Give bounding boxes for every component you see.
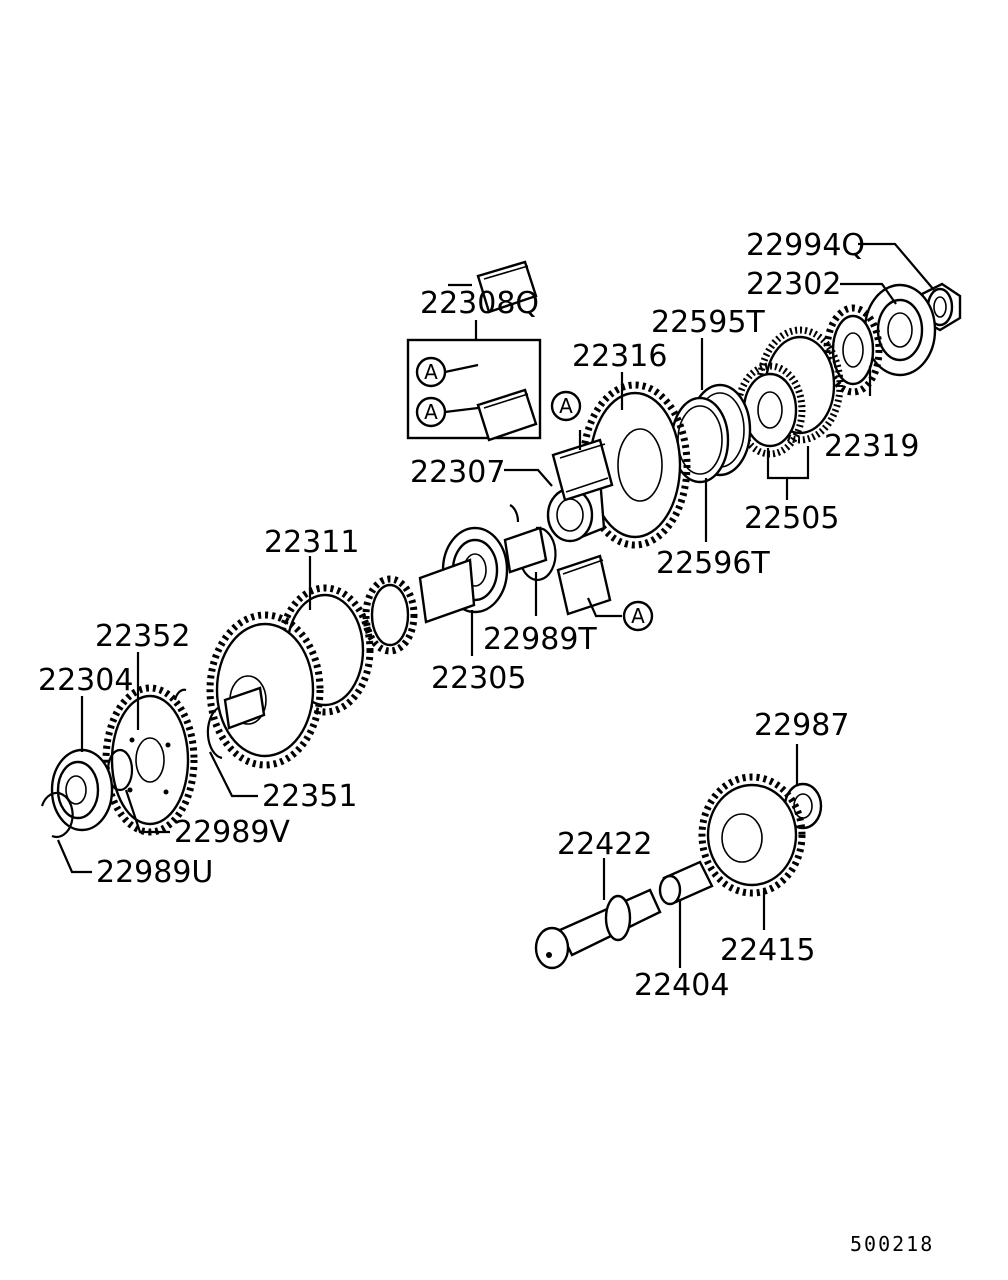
- synchronizer-22505: [734, 326, 844, 458]
- inset-box-22308Q: A A: [406, 260, 542, 442]
- part-label-22352: 22352: [95, 619, 190, 654]
- gear-plate-22352: [102, 684, 198, 836]
- part-label-22302: 22302: [746, 267, 841, 302]
- part-label-22316: 22316: [572, 339, 667, 374]
- callout-letter: A: [559, 394, 573, 418]
- callout-letter: A: [424, 400, 438, 424]
- callout-letter: A: [424, 360, 438, 384]
- part-label-22994Q: 22994Q: [746, 228, 865, 263]
- part-label-22404: 22404: [634, 968, 729, 1003]
- snap-ring-22351: [173, 688, 223, 760]
- needle-bearing-22404: [658, 860, 714, 906]
- leader-lines: [56, 242, 935, 968]
- part-label-22319: 22319: [824, 429, 919, 464]
- callout-a-lower: A: [622, 600, 654, 632]
- part-label-22989V: 22989V: [174, 815, 290, 850]
- part-label-22351: 22351: [262, 779, 357, 814]
- part-label-22307: 22307: [410, 455, 505, 490]
- needle-bearing-lower: [556, 554, 612, 616]
- bearing-22305: [441, 526, 548, 614]
- part-label-22415: 22415: [720, 933, 815, 968]
- needle-bearing-upper: [551, 438, 614, 502]
- part-label-22595T: 22595T: [651, 305, 765, 340]
- part-label-22305: 22305: [431, 661, 526, 696]
- part-label-22422: 22422: [557, 827, 652, 862]
- part-label-22987: 22987: [754, 708, 849, 743]
- gear-22415: [698, 773, 806, 897]
- snap-ring-22989T: [509, 504, 557, 581]
- part-label-22304: 22304: [38, 663, 133, 698]
- part-label-22989U: 22989U: [96, 855, 213, 890]
- part-label-22311: 22311: [264, 525, 359, 560]
- callout-a-upper: A: [550, 390, 582, 422]
- part-label-22989T: 22989T: [483, 622, 597, 657]
- callout-letter: A: [631, 604, 645, 628]
- snap-ring-22989U: [40, 791, 74, 838]
- bearing-22302: [863, 283, 937, 377]
- part-label-22505: 22505: [744, 501, 839, 536]
- bearing-22304: [50, 748, 114, 832]
- idler-shaft-22422: [534, 888, 662, 970]
- part-label-22596T: 22596T: [656, 546, 770, 581]
- countershaft-22311: [206, 558, 476, 769]
- figure-number: 500218: [850, 1232, 934, 1256]
- part-label-22308Q: 22308Q: [420, 286, 539, 321]
